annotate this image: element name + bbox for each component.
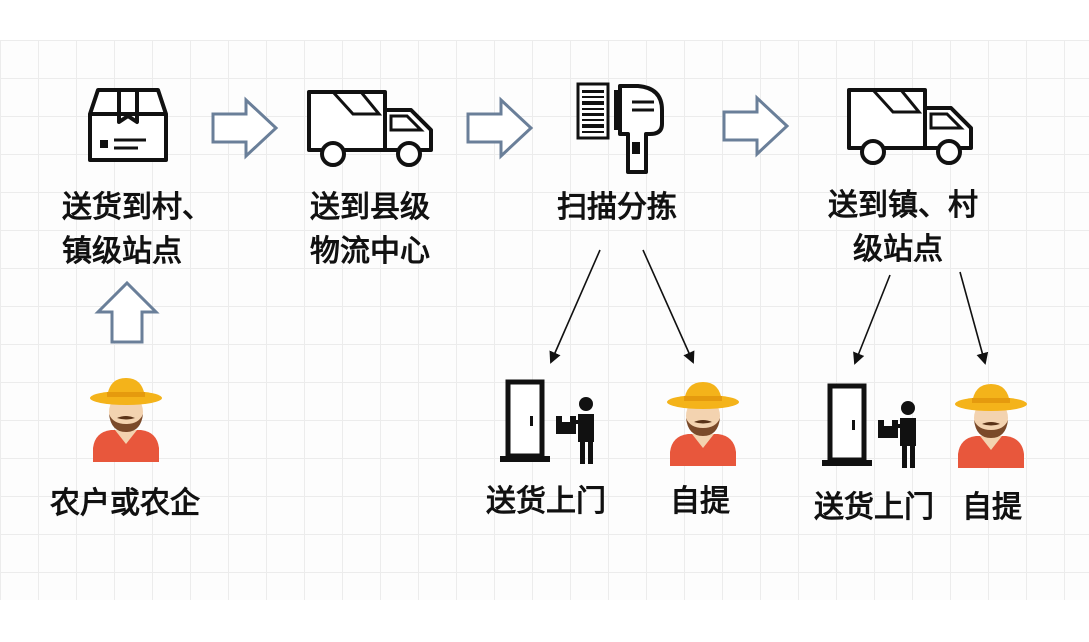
- package-box-icon: [88, 88, 168, 162]
- delivery-truck-icon: [847, 88, 973, 165]
- block-arrow-icon: [466, 96, 534, 160]
- farmer-icon: [90, 378, 162, 462]
- label-town-village-line2: 级站点: [853, 232, 943, 267]
- farmer-icon: [955, 384, 1027, 468]
- courier-at-door-icon: [500, 379, 594, 464]
- label-scan-sort: 扫描分拣: [557, 190, 677, 225]
- branch-arrow-to-pickup-1: [642, 249, 695, 364]
- label-county-center-line2: 物流中心: [310, 234, 430, 269]
- bottom-margin: [0, 600, 1089, 642]
- label-self-pickup-1: 自提: [670, 484, 730, 519]
- branch-arrow-to-pickup-2: [959, 271, 989, 365]
- block-arrow-icon: [722, 94, 790, 158]
- delivery-truck-icon: [307, 90, 433, 167]
- barcode-scanner-icon: [576, 82, 664, 174]
- label-deliver-to-village-line1: 送货到村、: [62, 190, 212, 225]
- label-self-pickup-2: 自提: [962, 490, 1022, 525]
- label-door-delivery-2: 送货上门: [814, 490, 934, 525]
- top-margin: [0, 0, 1089, 40]
- up-block-arrow-icon: [94, 280, 160, 344]
- label-deliver-to-village-line2: 镇级站点: [62, 234, 182, 269]
- label-door-delivery-1: 送货上门: [486, 484, 606, 519]
- block-arrow-icon: [211, 96, 279, 160]
- courier-at-door-icon: [822, 383, 916, 468]
- label-town-village-line1: 送到镇、村: [828, 188, 978, 223]
- farmer-icon: [667, 382, 739, 466]
- branch-arrow-to-door-1: [549, 249, 601, 364]
- label-county-center-line1: 送到县级: [310, 190, 430, 225]
- label-farmer: 农户或农企: [50, 486, 200, 521]
- branch-arrow-to-door-2: [853, 274, 891, 365]
